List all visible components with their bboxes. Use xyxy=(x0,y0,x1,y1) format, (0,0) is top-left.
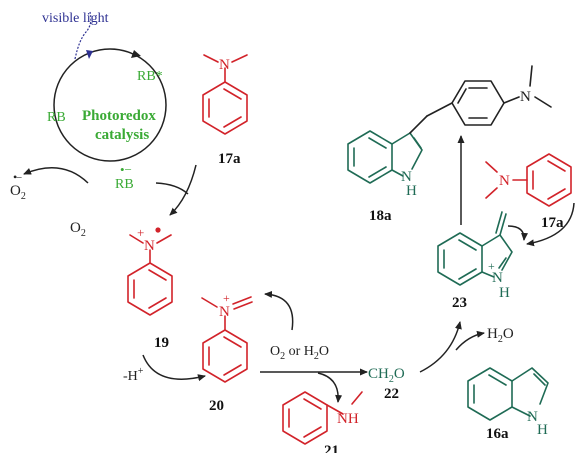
aniline-attack-arrow xyxy=(526,202,575,247)
n-atom-18a: N xyxy=(401,169,412,185)
pyrrole-double-bond-16a xyxy=(533,373,546,386)
iminium-double-bond-23 xyxy=(498,257,507,269)
oxygen-label: O2 xyxy=(70,220,86,239)
rb-return-arrow xyxy=(155,182,189,195)
compound-23 xyxy=(437,211,513,286)
compound-16a xyxy=(467,367,549,421)
label-22: 22 xyxy=(384,386,399,402)
light-arrowhead xyxy=(86,50,93,59)
pyrrole-ring-16a xyxy=(511,367,549,417)
ring-21-double-bonds xyxy=(288,398,322,438)
plus-charge-23: + xyxy=(488,259,495,273)
ring-19 xyxy=(127,262,173,316)
nucleophile-attack-arrow xyxy=(264,290,294,331)
compound-17a-top xyxy=(202,54,248,135)
label-19: 19 xyxy=(154,335,169,351)
rb-radical-anion-label: RB xyxy=(115,177,134,192)
aniline-ring xyxy=(202,81,248,135)
minus-h-label: -H+ xyxy=(123,366,144,384)
label-16a: 16a xyxy=(486,426,509,442)
compound-20 xyxy=(201,296,253,383)
ring-20 xyxy=(202,329,248,383)
nme2-bonds xyxy=(203,54,248,83)
label-21: 21 xyxy=(324,443,339,453)
aniline-ring-right-double-bonds xyxy=(532,160,566,200)
n-atom-18a-amine: N xyxy=(520,89,531,105)
label-20: 20 xyxy=(209,398,224,414)
nh-atom-21: NH xyxy=(337,411,359,427)
byproduct-arrow xyxy=(317,372,343,403)
n-atom-19: N xyxy=(144,238,155,254)
compound-21 xyxy=(282,391,363,445)
indole-benzene-double-bonds-16a xyxy=(473,374,507,404)
catalysis-title: catalysis xyxy=(95,127,149,143)
oxidant-label: O2 or H2O xyxy=(270,344,329,362)
aniline-ring-double-bonds xyxy=(208,88,242,128)
n-atom-16a: N xyxy=(527,409,538,425)
condensation-arrow xyxy=(419,321,462,373)
superoxide-charge: − xyxy=(16,172,22,184)
compound-19 xyxy=(127,234,173,316)
nme2-bonds-right xyxy=(485,161,528,199)
rb-excited-label: RB* xyxy=(137,69,163,84)
aniline-ring-right xyxy=(526,153,572,207)
plus-charge-19: + xyxy=(137,225,144,240)
water-label: H2O xyxy=(487,326,514,345)
ring-20-double-bonds xyxy=(208,336,242,376)
cycle-arrowhead xyxy=(131,50,141,58)
electron-push-arrow-23 xyxy=(507,225,528,241)
pyrrole-double-bond-18a xyxy=(413,137,422,149)
electron-transfer-arrow xyxy=(169,164,197,216)
nme2-bonds-18a xyxy=(503,65,552,108)
label-17a-right: 17a xyxy=(541,215,564,231)
h-atom-23: H xyxy=(499,285,510,301)
superoxide-label: O2 xyxy=(10,183,26,202)
label-18a: 18a xyxy=(369,208,392,224)
n-atom-17a-top: N xyxy=(219,57,230,73)
n-atom-20: N xyxy=(219,304,230,320)
label-17a-top: 17a xyxy=(218,151,241,167)
photoredox-cycle: visible light RB* RB RB •− Photoredox ca… xyxy=(10,11,167,239)
catalytic-cycle-ring xyxy=(53,48,167,162)
superoxide-arrow xyxy=(23,167,89,184)
radical-anion-dots: •− xyxy=(120,162,132,177)
formaldehyde-formula: CH2O xyxy=(368,366,405,385)
compound-17a-right xyxy=(485,153,572,207)
pyrrole-ring-23 xyxy=(481,234,513,278)
photoredox-title: Photoredox xyxy=(82,108,156,124)
plus-charge-20: + xyxy=(223,291,230,305)
n-atom-17a-right: N xyxy=(499,173,510,189)
light-wave-icon xyxy=(74,11,92,60)
iminium-bonds xyxy=(201,296,253,331)
radical-dot-19 xyxy=(155,227,161,233)
n-atom-23: N xyxy=(492,270,503,286)
exocyclic-methylene-23 xyxy=(495,211,507,236)
rb-ground-label: RB xyxy=(47,110,66,125)
ch2-bond-2 xyxy=(426,102,453,117)
superoxide-radical-dot: • xyxy=(13,170,17,184)
indole-benzene-double-bonds-23 xyxy=(443,239,477,280)
nme2-bonds-19 xyxy=(129,234,172,264)
compound-18a xyxy=(347,130,423,184)
aryl-ring-18a xyxy=(451,65,552,126)
h-atom-16a: H xyxy=(537,422,548,438)
methylene-linker-18a xyxy=(409,102,453,134)
nh-methyl-bonds xyxy=(326,391,363,415)
deprotonation-arrow xyxy=(142,354,206,382)
label-23: 23 xyxy=(452,295,467,311)
water-loss-arrow xyxy=(455,330,485,351)
visible-light-label: visible light xyxy=(42,11,109,26)
para-phenyl-double-bonds-18a xyxy=(457,87,488,119)
ring-19-double-bonds xyxy=(133,269,167,309)
indole-benzene-double-bonds-18a xyxy=(353,137,387,178)
h-atom-18a: H xyxy=(406,183,417,199)
ch2-bond-1 xyxy=(409,115,428,134)
